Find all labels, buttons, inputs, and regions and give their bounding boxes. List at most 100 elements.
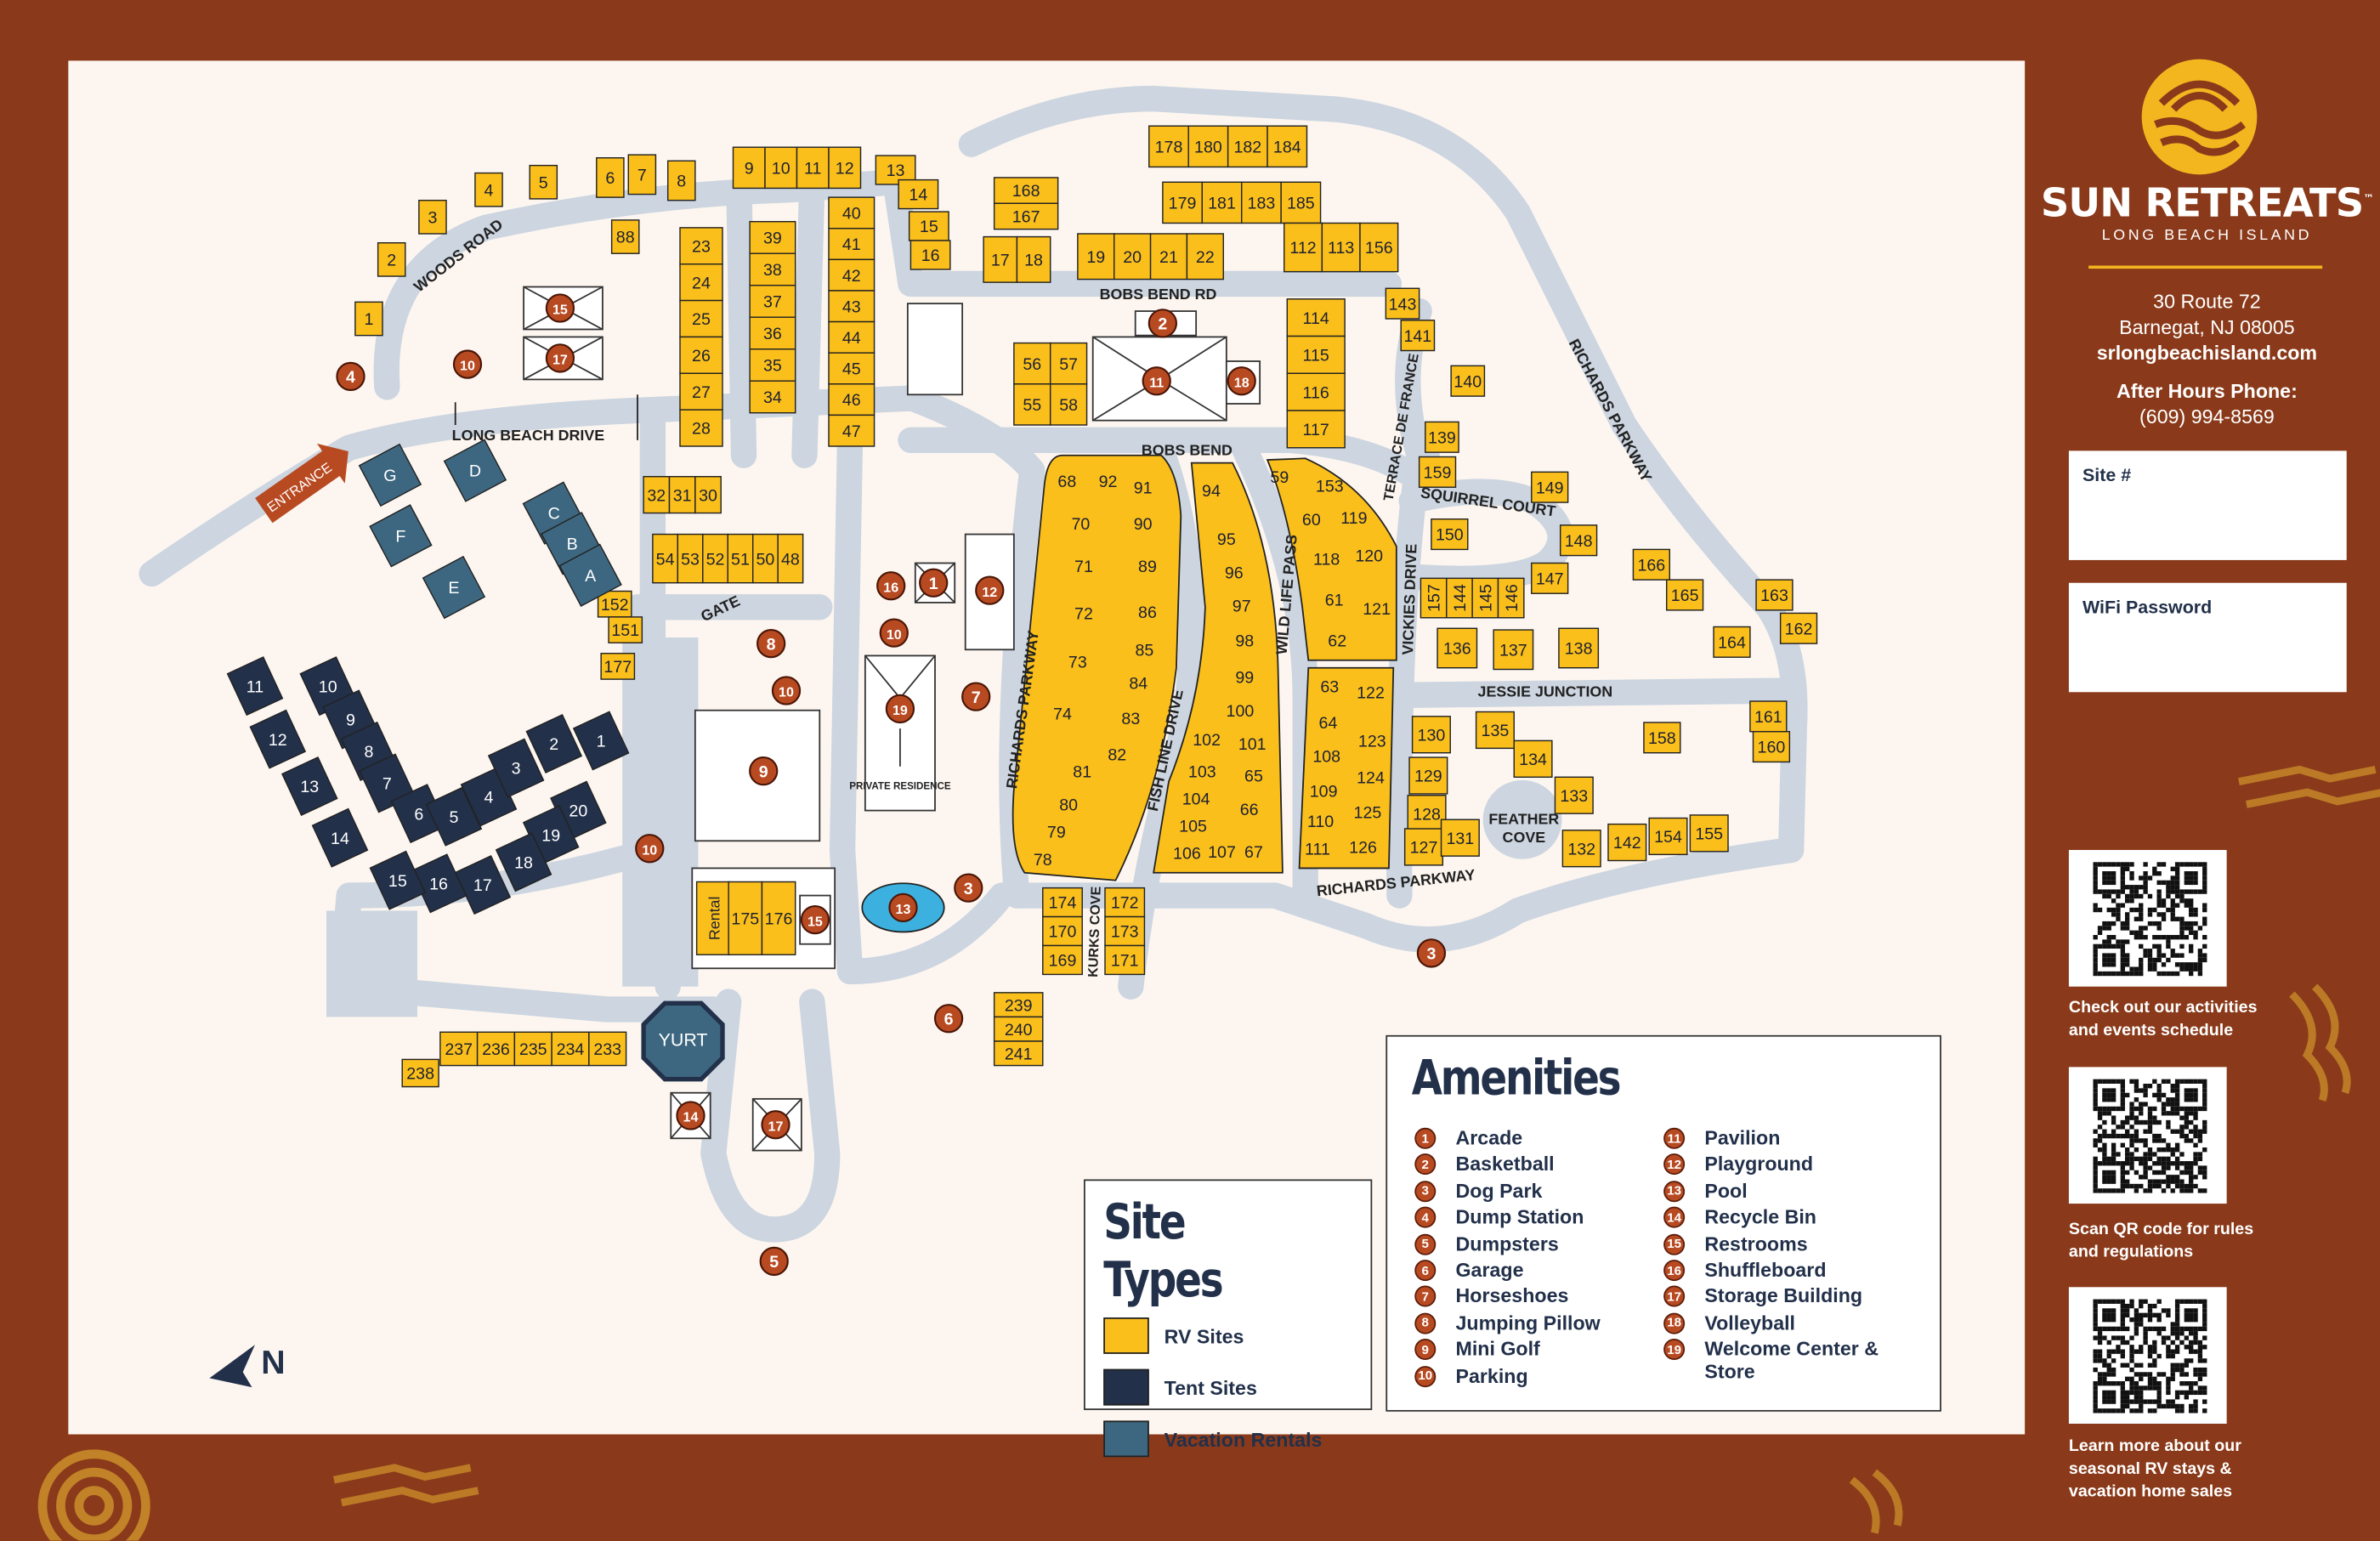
amenity-marker-10[interactable]: 10 [771,676,802,705]
tent-site-13[interactable]: 13 [280,756,338,817]
rv-site-17[interactable]: 17 [983,235,1018,283]
amenity-marker-3[interactable]: 3 [954,873,983,903]
rv-site-130[interactable]: 130 [1411,716,1451,754]
rv-site-161[interactable]: 161 [1749,700,1788,733]
rv-site-145[interactable]: 145 [1471,577,1499,619]
rv-site-99[interactable]: 99 [1235,669,1254,688]
rv-site-42[interactable]: 42 [828,258,876,292]
rv-site-60[interactable]: 60 [1302,511,1321,530]
rv-site-183[interactable]: 183 [1240,181,1282,224]
rv-site-56[interactable]: 56 [1013,342,1051,385]
rv-site-239[interactable]: 239 [993,992,1044,1018]
rv-site-74[interactable]: 74 [1053,705,1072,723]
rv-site-178[interactable]: 178 [1148,125,1189,168]
rv-site-16[interactable]: 16 [910,240,951,270]
amenity-marker-3[interactable]: 3 [1416,938,1447,968]
rv-site-109[interactable]: 109 [1310,782,1338,801]
rv-site-28[interactable]: 28 [679,409,723,447]
rv-site-70[interactable]: 70 [1072,515,1091,534]
rv-site-44[interactable]: 44 [828,320,876,354]
rv-site-137[interactable]: 137 [1493,629,1534,671]
rv-site-96[interactable]: 96 [1225,564,1244,582]
rv-site-90[interactable]: 90 [1134,515,1153,534]
rv-site-32[interactable]: 32 [643,475,671,514]
rv-site-31[interactable]: 31 [668,475,696,514]
rv-site-102[interactable]: 102 [1193,731,1221,750]
rv-site-139[interactable]: 139 [1425,421,1459,453]
rv-site-182[interactable]: 182 [1227,125,1268,168]
rv-site-94[interactable]: 94 [1202,482,1221,501]
rv-site-152[interactable]: 152 [597,590,632,618]
rv-site-179[interactable]: 179 [1162,181,1203,224]
rv-site-143[interactable]: 143 [1385,287,1420,320]
rv-site-71[interactable]: 71 [1074,558,1093,576]
rv-site-10[interactable]: 10 [764,146,798,190]
rv-site-121[interactable]: 121 [1363,600,1391,619]
rv-site-240[interactable]: 240 [993,1016,1044,1042]
amenity-marker-5[interactable]: 5 [759,1246,789,1277]
rv-site-92[interactable]: 92 [1099,473,1118,491]
rv-site-53[interactable]: 53 [677,533,704,584]
amenity-marker-6[interactable]: 6 [933,1004,964,1034]
vacation-rental-D[interactable]: D [443,439,507,502]
amenity-marker-10[interactable]: 10 [879,618,909,648]
rv-site-103[interactable]: 103 [1188,762,1216,781]
rv-site-62[interactable]: 62 [1328,632,1346,651]
rv-site-95[interactable]: 95 [1217,530,1236,549]
rv-site-Rental[interactable]: Rental [695,881,731,955]
wifi-password-field[interactable]: WiFi Password [2068,582,2347,693]
rv-site-34[interactable]: 34 [749,380,796,414]
rv-site-19[interactable]: 19 [1077,233,1115,280]
rv-site-9[interactable]: 9 [732,146,766,190]
rv-site-26[interactable]: 26 [679,336,723,374]
rv-site-66[interactable]: 66 [1240,801,1259,819]
qr-code-rules[interactable] [2068,1067,2227,1204]
rv-site-115[interactable]: 115 [1286,335,1346,374]
rv-site-166[interactable]: 166 [1632,548,1670,581]
rv-site-241[interactable]: 241 [993,1040,1044,1067]
rv-site-163[interactable]: 163 [1755,579,1794,611]
rv-site-18[interactable]: 18 [1016,235,1051,283]
rv-site-39[interactable]: 39 [749,220,796,254]
tent-site-17[interactable]: 17 [454,855,512,915]
rv-site-156[interactable]: 156 [1359,222,1399,273]
rv-site-25[interactable]: 25 [679,299,723,338]
rv-site-122[interactable]: 122 [1357,683,1385,702]
rv-site-91[interactable]: 91 [1134,479,1153,497]
amenity-marker-4[interactable]: 4 [336,361,366,391]
rv-site-81[interactable]: 81 [1073,762,1091,781]
rv-site-167[interactable]: 167 [993,202,1059,230]
rv-site-8[interactable]: 8 [666,160,696,201]
vacation-rental-F[interactable]: F [369,504,433,568]
rv-site-164[interactable]: 164 [1713,626,1751,658]
rv-site-84[interactable]: 84 [1129,675,1148,694]
amenity-marker-8[interactable]: 8 [756,628,786,659]
rv-site-1[interactable]: 1 [354,301,383,337]
rv-site-72[interactable]: 72 [1074,605,1093,624]
amenity-marker-19[interactable]: 19 [885,694,915,724]
rv-site-80[interactable]: 80 [1059,796,1078,815]
rv-site-98[interactable]: 98 [1235,632,1254,651]
rv-site-52[interactable]: 52 [702,533,728,584]
rv-site-138[interactable]: 138 [1558,627,1600,669]
rv-site-135[interactable]: 135 [1475,711,1515,750]
rv-site-118[interactable]: 118 [1313,550,1340,569]
rv-site-126[interactable]: 126 [1349,839,1377,858]
rv-site-97[interactable]: 97 [1232,598,1251,616]
rv-site-162[interactable]: 162 [1779,612,1818,644]
rv-site-51[interactable]: 51 [727,533,754,584]
amenity-marker-7[interactable]: 7 [961,682,991,711]
rv-site-132[interactable]: 132 [1561,830,1601,868]
rv-site-180[interactable]: 180 [1187,125,1229,168]
rv-site-110[interactable]: 110 [1307,813,1334,831]
amenity-marker-10[interactable]: 10 [452,349,483,379]
amenity-marker-15[interactable]: 15 [545,293,575,323]
rv-site-38[interactable]: 38 [749,252,796,286]
rv-site-46[interactable]: 46 [828,383,876,416]
rv-site-30[interactable]: 30 [694,475,722,514]
rv-site-89[interactable]: 89 [1138,558,1157,576]
rv-site-134[interactable]: 134 [1513,739,1553,778]
rv-site-238[interactable]: 238 [401,1058,439,1088]
tent-site-12[interactable]: 12 [249,709,307,769]
rv-site-174[interactable]: 174 [1042,887,1083,918]
